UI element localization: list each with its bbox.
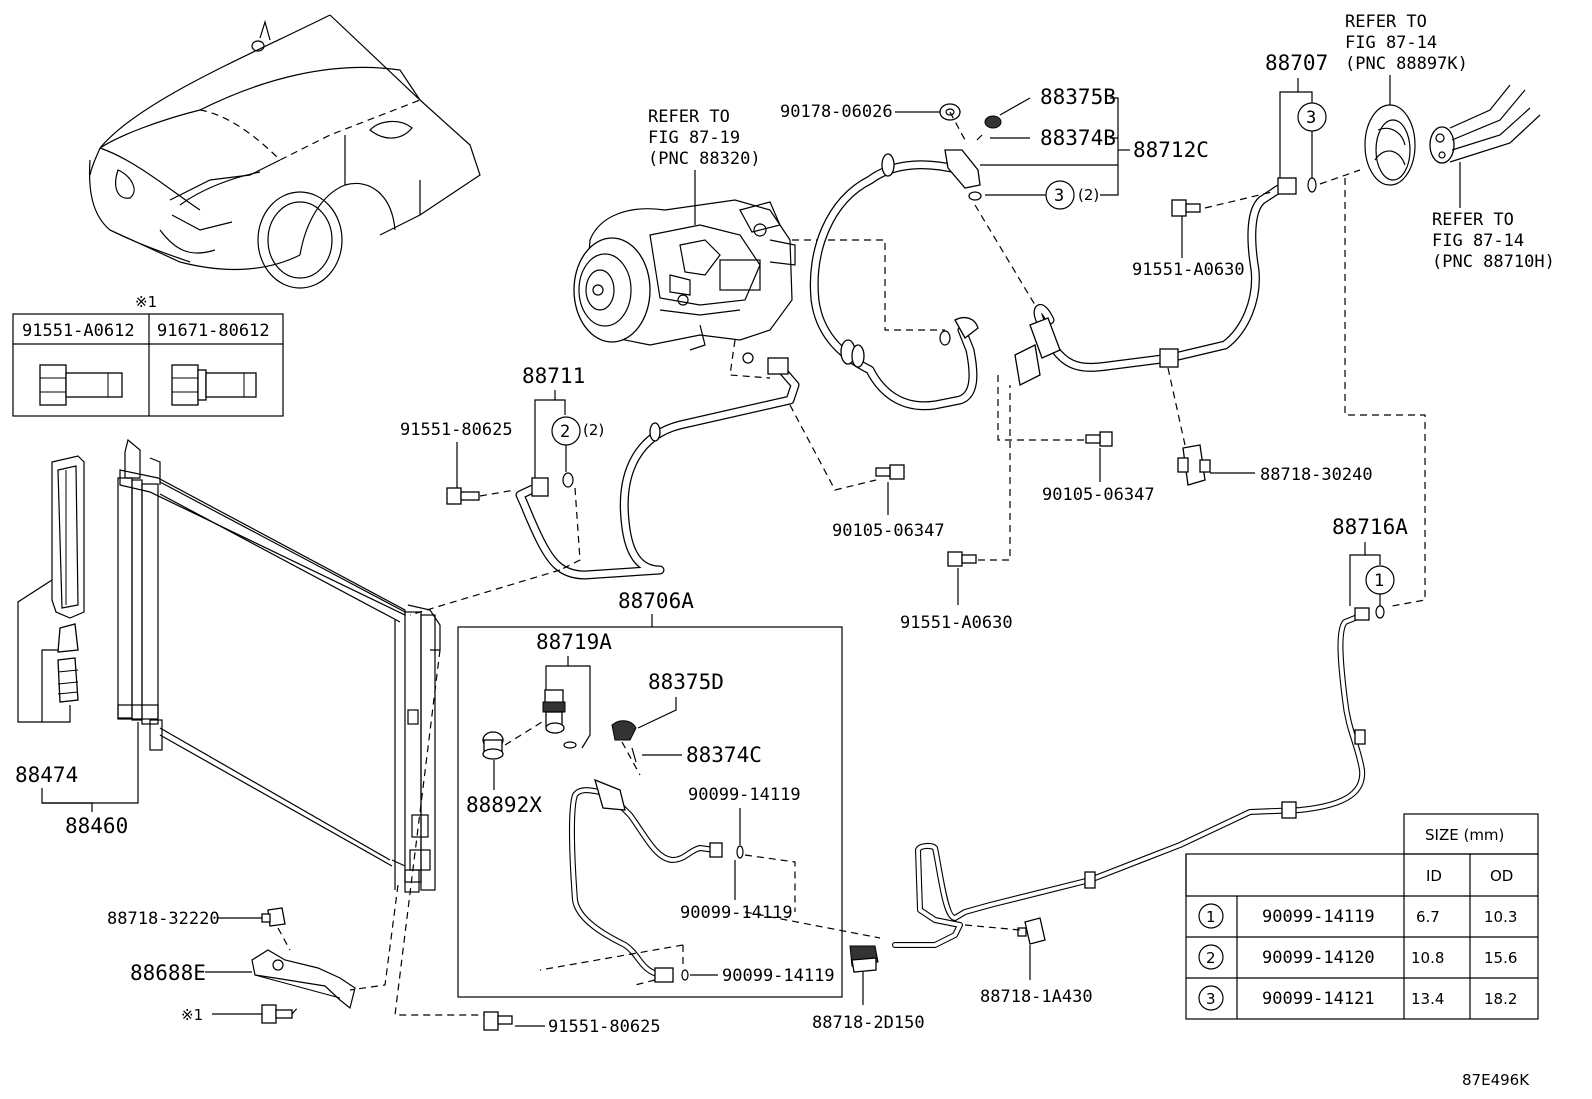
label-88719A: 88719A [536,630,612,654]
ring-ref-88712C: 3 [1054,186,1064,206]
oring-size-table: SIZE (mm) ID OD 1 90099-14119 6.7 10.3 2… [1185,813,1539,1020]
label-88375D: 88375D [648,670,724,694]
pipe-88706A [568,778,723,983]
label-90099-14119-a: 90099-14119 [688,785,801,805]
clamp-88718-1A430 [1017,917,1046,945]
label-star1: ※1 [181,1006,203,1024]
liquid-pipe-88707 [1014,177,1297,386]
size-row-3-od: 18.2 [1484,990,1517,1008]
discharge-hose-88711 [515,357,800,580]
clamp-88718-2D150 [849,945,879,973]
size-row-2-part: 90099-14120 [1262,948,1375,968]
label-88374B: 88374B [1040,126,1116,150]
clamp-88718-32220 [261,907,286,927]
bolt-90105-06347-a [875,464,905,480]
bolt-91551-80625-bottom [483,1011,513,1031]
size-row-2-od: 15.6 [1484,949,1517,967]
label-88460: 88460 [65,814,128,838]
group-box-88706A [457,626,843,998]
liquid-pipe-88716A [892,607,1370,948]
flange-bolt-icon [39,364,123,406]
bolt-table-header-2: 91671-80612 [157,321,270,341]
size-row-3-part: 90099-14121 [1262,989,1375,1009]
size-row-1-id: 6.7 [1416,908,1440,926]
label-88711: 88711 [522,364,585,388]
label-90099-14119-c: 90099-14119 [722,966,835,986]
ring-ref-88711: 2 [560,422,570,442]
size-row-2-id: 10.8 [1411,949,1444,967]
bolt-table-header-1: 91551-A0612 [22,321,135,341]
label-88892X: 88892X [466,793,542,817]
stud-bolt-icon [171,364,257,406]
refer-note-compressor-line3: (PNC 88320) [648,149,761,169]
label-88718-2D150: 88718-2D150 [812,1013,925,1033]
label-88474: 88474 [15,763,78,787]
refer-note-1-line2: FIG 87-14 [1345,33,1437,53]
label-88718-30240: 88718-30240 [1260,465,1373,485]
cap-88375B [984,115,1002,129]
label-88707: 88707 [1265,51,1328,75]
size-col-id: ID [1426,867,1442,885]
size-row-1-part: 90099-14119 [1262,907,1375,927]
refer-note-compressor-line2: FIG 87-19 [648,128,740,148]
label-90105-06347-a: 90105-06347 [832,521,945,541]
label-88375B: 88375B [1040,85,1116,109]
cap-88892X [482,731,504,760]
label-91551-A0630-top: 91551-A0630 [1132,260,1245,280]
ac-compressor [573,199,796,351]
condenser-assembly [117,438,441,893]
oring-qty-2: (2) [583,421,604,439]
ring-ref-88716A: 1 [1374,571,1384,591]
refer-note-compressor-line1: REFER TO [648,107,730,127]
label-88718-32220: 88718-32220 [107,909,220,929]
size-col-od: OD [1490,867,1513,885]
label-90099-14119-b: 90099-14119 [680,903,793,923]
size-row-3-id: 13.4 [1411,990,1444,1008]
suction-hose-88712C [809,149,981,411]
refer-note-2-line1: REFER TO [1432,210,1514,230]
vehicle-location-sketch [88,14,481,289]
label-90105-06347-b: 90105-06347 [1042,485,1155,505]
label-88718-1A430: 88718-1A430 [980,987,1093,1007]
size-row-2-ref: 2 [1206,949,1216,967]
refer-note-1-line1: REFER TO [1345,12,1427,32]
clamp-88718-30240 [1177,444,1211,486]
refer-note-2-line3: (PNC 88710H) [1432,252,1555,272]
bolt-91551-A0630-top [1171,199,1201,217]
label-90178-06026: 90178-06026 [780,102,893,122]
bolt-reference-table: ※1 91551-A0612 91671-80612 [12,293,284,417]
size-row-3-ref: 3 [1206,990,1216,1008]
size-table-title: SIZE (mm) [1425,826,1504,844]
size-row-1-od: 10.3 [1484,908,1517,926]
label-91551-A0630-mid: 91551-A0630 [900,613,1013,633]
bolt-90105-06347-b [1085,431,1113,447]
label-91551-80625-bottom: 91551-80625 [548,1017,661,1037]
label-88706A: 88706A [618,589,694,613]
size-row-1-ref: 1 [1206,908,1216,926]
pressure-sensor-88719A [542,689,566,734]
label-88374C: 88374C [686,743,762,767]
bracket-88688E [251,949,356,1010]
label-91551-80625-left: 91551-80625 [400,420,513,440]
refer-note-1-line3: (PNC 88897K) [1345,54,1468,74]
oring-qty-3: (2) [1078,186,1099,204]
evaporator-connector [1364,84,1541,186]
receiver-desiccant-parts [51,455,85,703]
label-88712C: 88712C [1133,138,1209,162]
refer-note-2-line2: FIG 87-14 [1432,231,1524,251]
drawing-code: 87E496K [1462,1071,1530,1089]
bolt-star1 [261,1004,293,1024]
label-88716A: 88716A [1332,515,1408,539]
bolt-table-note: ※1 [135,293,157,311]
ring-ref-88707: 3 [1306,108,1316,128]
label-88688E: 88688E [130,961,206,985]
cap-88375D [611,720,637,741]
bolt-91551-A0630-mid [947,551,977,567]
bolt-91551-80625-left [446,487,480,505]
